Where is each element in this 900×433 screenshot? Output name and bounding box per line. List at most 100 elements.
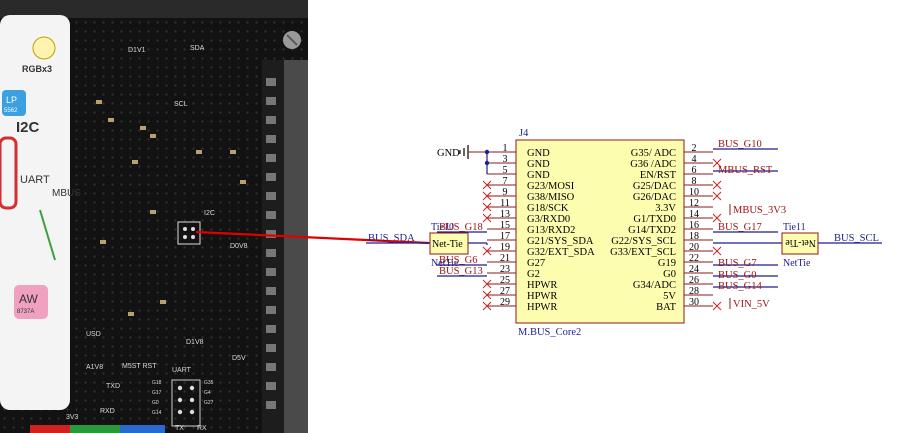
pin-number: 9	[503, 187, 508, 198]
silk-g27: G27	[204, 400, 214, 406]
header-pins	[262, 60, 308, 433]
silk-sda: SDA	[190, 45, 205, 52]
net-label-bus-scl: BUS_SCL	[834, 233, 879, 244]
pin-number: 20	[689, 242, 699, 253]
silk-g14: G14	[152, 410, 162, 416]
pin-number: 11	[500, 198, 510, 209]
pin-name: G23/MOSI	[527, 181, 575, 192]
silkscreen-labels: D1V1 SDA SCL I2C D0V8 USD D1V8 D5V UART …	[66, 45, 248, 432]
pin-name: 5V	[663, 291, 676, 302]
silk-usd: USD	[86, 331, 101, 338]
pin-name: G25/DAC	[633, 181, 676, 192]
nc-mark-right-30	[712, 301, 722, 311]
lp-chip-icon	[2, 90, 26, 116]
label-rgb: RGBx3	[22, 64, 52, 74]
label-i2c-sticker: I2C	[16, 119, 40, 136]
pin-number: 3	[503, 154, 508, 165]
silk-d5v: D5V	[232, 355, 246, 362]
pin-name: G19	[658, 258, 676, 269]
nc-mark-right-8	[712, 180, 722, 190]
nc-mark-right-14	[712, 213, 722, 223]
smd-components	[96, 100, 246, 316]
pin-number: 13	[500, 209, 510, 220]
label-lp: LP	[6, 95, 17, 105]
silk-m5st-rst: M5ST RST	[122, 363, 157, 370]
net-label-bus-g14: BUS_G14	[718, 281, 763, 292]
aw-chip-icon	[14, 285, 48, 319]
pin-name: G18/SCK	[527, 203, 569, 214]
silk-uart: UART	[172, 367, 192, 374]
net-tie-left-body: Net-Tie	[432, 239, 463, 250]
pin-name: EN/RST	[640, 170, 677, 181]
silk-i2c: I2C	[204, 210, 215, 217]
connector-body	[515, 139, 685, 324]
pin-number: 6	[692, 165, 697, 176]
net-label-bus-g10: BUS_G10	[718, 139, 762, 150]
nc-mark-left-13	[482, 213, 492, 223]
nc-mark-right-10	[712, 191, 722, 201]
pin-number: 10	[689, 187, 699, 198]
silk-3v3: 3V3	[66, 414, 79, 421]
nc-mark-left-9	[482, 191, 492, 201]
pin-name: G34/ADC	[633, 280, 676, 291]
silk-d1v1: D1V1	[128, 47, 146, 54]
connector-part: M.BUS_Core2	[518, 327, 581, 338]
net-label-mbus-rst: MBUS_RST	[718, 165, 773, 176]
silk-g0: G0	[152, 400, 159, 406]
silk-a1v8: A1V8	[86, 364, 103, 371]
right-nets: BUS_G10 MBUS_RST MBUS_3V3 BUS_G17 BUS_G7…	[713, 139, 786, 310]
pin-number: 16	[689, 220, 699, 231]
pin-name: G22/SYS_SCL	[611, 236, 676, 247]
net-label-bus-g6: BUS_G6	[439, 255, 478, 266]
pin-name: G2	[527, 269, 540, 280]
nc-mark-left-19	[482, 246, 492, 256]
pin-name: G0	[663, 269, 676, 280]
pin-name: GND	[527, 148, 550, 159]
left-nets: BUS_G18 BUS_G6 BUS_G13	[437, 222, 487, 277]
nc-mark-left-29	[482, 301, 492, 311]
silk-g35: G35	[204, 380, 214, 386]
pin-name: GND	[527, 159, 550, 170]
nc-mark-left-27	[482, 290, 492, 300]
pin-name: HPWR	[527, 280, 557, 291]
pin-number: 4	[692, 154, 697, 165]
pin-number: 19	[500, 242, 510, 253]
bulb-icon	[32, 36, 56, 60]
gnd-symbol: GND	[437, 145, 490, 174]
nc-mark-left-11	[482, 202, 492, 212]
pin-name: G36 /ADC	[630, 159, 676, 170]
net-label-bus-sda: BUS_SDA	[368, 233, 415, 244]
pin-name: HPWR	[527, 302, 557, 313]
net-label-bus-g18: BUS_G18	[439, 222, 483, 233]
pin-name: 3.3V	[655, 203, 676, 214]
pin-name: GND	[527, 170, 550, 181]
silk-rxd: RXD	[100, 408, 115, 415]
silk-g4: G4	[204, 390, 211, 396]
pin-number: 27	[500, 286, 510, 297]
connector-ref: J4	[519, 128, 529, 139]
pin-name: G35/ ADC	[631, 148, 676, 159]
pin-name: G1/TXD0	[633, 214, 676, 225]
net-tie-right-value: NetTie	[783, 258, 811, 269]
uart-pads	[171, 379, 201, 427]
net-tie-right-body: Net-Tie	[785, 237, 816, 248]
silk-tx: TX	[175, 425, 184, 432]
